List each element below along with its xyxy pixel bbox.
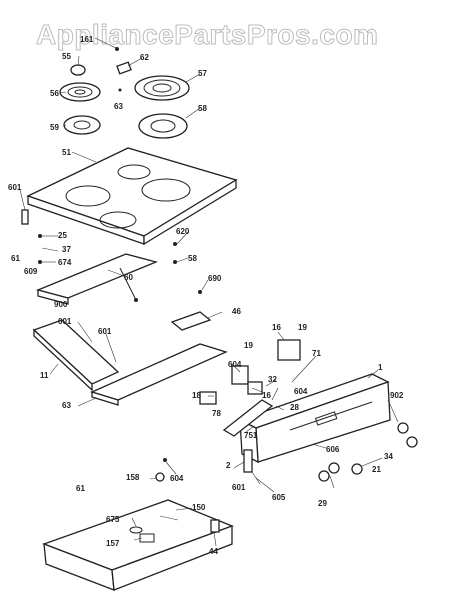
label-32: 32 — [268, 375, 277, 384]
label-28: 28 — [290, 403, 299, 412]
label-60: 60 — [124, 273, 133, 282]
part-2-bracket — [243, 449, 253, 473]
part-44-clip — [210, 519, 220, 533]
label-18a: 18 — [192, 391, 201, 400]
part-19-switch-right — [277, 339, 301, 361]
watermark-text: AppliancePartsPros.com — [36, 19, 378, 50]
label-1: 1 — [378, 363, 383, 372]
label-674: 674 — [58, 258, 72, 267]
knob-3 — [328, 462, 340, 474]
part-labels: 161 55 62 57 56 63 58 59 51 601 25 620 3… — [8, 35, 404, 556]
label-34: 34 — [384, 452, 393, 461]
label-58: 58 — [198, 104, 207, 113]
label-25: 25 — [58, 231, 67, 240]
burner-assembly-group — [59, 47, 190, 139]
part-59-drip-pan-small — [63, 115, 101, 135]
label-59: 59 — [50, 123, 59, 132]
label-16: 16 — [272, 323, 281, 332]
label-690: 690 — [208, 274, 222, 283]
label-751: 751 — [244, 431, 258, 440]
label-56: 56 — [50, 89, 59, 98]
part-18-switch-a — [199, 391, 217, 405]
part-58-drip-pan-large — [138, 113, 188, 139]
part-71-bracket — [222, 399, 274, 437]
label-902: 902 — [390, 391, 404, 400]
label-605: 605 — [272, 493, 286, 502]
part-11-front-trim — [32, 319, 120, 392]
part-91-bottom-plate — [42, 499, 234, 591]
part-1-control-panel — [238, 373, 391, 464]
label-63b: 63 — [62, 401, 71, 410]
part-55-knob — [70, 64, 86, 76]
label-61b: 61 — [76, 484, 85, 493]
label-609: 609 — [24, 267, 38, 276]
knob-2 — [406, 436, 418, 448]
knob-5 — [351, 463, 363, 475]
label-71: 71 — [312, 349, 321, 358]
label-11: 11 — [40, 371, 49, 380]
label-55: 55 — [62, 52, 71, 61]
label-21: 21 — [372, 465, 381, 474]
label-37: 37 — [62, 245, 71, 254]
label-601c: 601 — [98, 327, 112, 336]
part-19-switch-left — [231, 365, 249, 385]
label-601d: 601 — [232, 483, 246, 492]
label-68: 58 — [188, 254, 197, 263]
part-60-rear-rail — [35, 253, 159, 305]
label-57: 57 — [198, 69, 207, 78]
label-157: 157 — [106, 539, 120, 548]
label-606: 606 — [326, 445, 340, 454]
label-900: 900 — [54, 300, 68, 309]
part-18-switch-b — [247, 381, 263, 395]
label-601a: 601 — [8, 183, 22, 192]
label-150: 150 — [192, 503, 206, 512]
part-57-large-burner — [134, 75, 190, 101]
label-16b: 16 — [262, 391, 271, 400]
label-46: 46 — [232, 307, 241, 316]
label-604a: 604 — [228, 360, 242, 369]
label-19b: 19 — [244, 341, 253, 350]
label-78: 78 — [212, 409, 221, 418]
part-62-receptacle — [116, 61, 132, 75]
label-63a: 63 — [114, 102, 123, 111]
label-158: 158 — [126, 473, 140, 482]
knob-4 — [318, 470, 330, 482]
label-620: 620 — [176, 227, 190, 236]
label-604c: 604 — [170, 474, 184, 483]
part-63-support-bracket — [90, 343, 228, 406]
label-675: 675 — [106, 515, 120, 524]
label-604b: 604 — [294, 387, 308, 396]
label-19a: 19 — [298, 323, 307, 332]
part-46-bracket — [170, 311, 212, 331]
label-61a: 61 — [11, 254, 20, 263]
leader-lines — [19, 37, 399, 547]
label-62: 62 — [140, 53, 149, 62]
main-top-panel-51 — [26, 147, 238, 246]
label-51: 51 — [62, 148, 71, 157]
part-601-clip-left — [21, 209, 29, 225]
label-161: 161 — [80, 35, 94, 44]
label-44: 44 — [209, 547, 218, 556]
label-29: 29 — [318, 499, 327, 508]
label-601b: 601 — [58, 317, 72, 326]
label-2: 2 — [226, 461, 231, 470]
part-56-small-burner — [59, 82, 101, 102]
knob-1 — [397, 422, 409, 434]
